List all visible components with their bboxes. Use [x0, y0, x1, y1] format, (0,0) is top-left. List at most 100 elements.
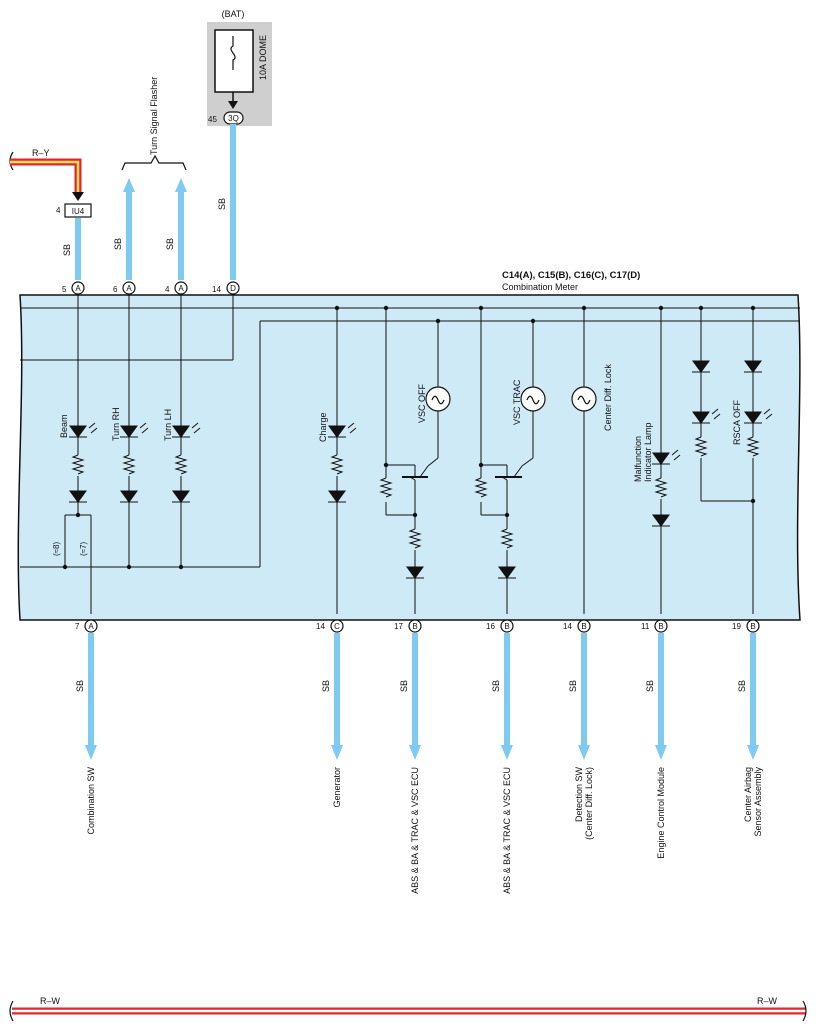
pin-number: 4	[165, 285, 170, 294]
resistor-icon	[408, 528, 422, 549]
top-wire-r-y: R–Y 4 IU4	[9, 148, 92, 218]
arrow-down-icon	[747, 745, 759, 760]
flasher-group: Turn Signal Flasher	[121, 77, 187, 171]
wire-sb-label: SB	[62, 244, 72, 256]
beam-label: Beam	[59, 414, 69, 438]
flasher-bracket	[121, 154, 187, 171]
internal-wiring	[20, 294, 800, 614]
battery-fuse-block: (BAT) 10A DOME 45 3Q	[207, 9, 272, 126]
arrow-down-icons	[85, 745, 759, 760]
arrow-down-icon	[85, 745, 97, 760]
note-7-label: (≈7)	[79, 541, 88, 556]
wire-sb-label: SB	[491, 680, 501, 692]
wire-sb-label: SB	[165, 238, 175, 250]
arrow-down-icon	[501, 745, 513, 760]
resistor-icon	[694, 436, 708, 457]
diode-icon	[652, 514, 670, 527]
pin-number: 14	[212, 285, 221, 294]
fuse-rating-label: 10A DOME	[258, 35, 268, 80]
resistor-icon	[379, 477, 393, 498]
diode-icons	[69, 360, 762, 579]
fuse-box	[214, 29, 254, 93]
fuse-icon	[230, 36, 236, 70]
bulb-icon	[425, 386, 451, 412]
destination-labels: Combination SW Generator ABS & BA & TRAC…	[86, 766, 763, 893]
bottom-wire-color-right: R–W	[757, 996, 778, 1006]
abs-ecu-label: ABS & BA & TRAC & VSC ECU	[410, 767, 420, 894]
pin-number: 14	[316, 622, 325, 631]
diode-icon	[172, 490, 190, 503]
wire-sb-label: SB	[737, 680, 747, 692]
vsc-trac-label: VSC TRAC	[512, 379, 522, 425]
detection-sw-label-line2: (Center Diff. Lock)	[584, 767, 594, 840]
iu4-connector	[64, 203, 92, 218]
pin-letter: A	[126, 284, 132, 293]
wire-sb-label: SB	[75, 680, 85, 692]
bulb-icons	[425, 386, 597, 412]
wire-sb-label: SB	[568, 680, 578, 692]
pin-letter: A	[88, 622, 94, 631]
generator-label: Generator	[332, 767, 342, 808]
resistor-icon	[330, 454, 344, 475]
led-icons	[69, 408, 773, 465]
flasher-label: Turn Signal Flasher	[149, 77, 159, 155]
pin-number: 6	[113, 285, 118, 294]
diode-icon	[692, 360, 710, 373]
wires-top	[75, 124, 236, 280]
wire-break-icon	[802, 1000, 807, 1022]
led-icon	[652, 449, 681, 465]
arrow-down-icon	[578, 745, 590, 760]
resistor-icon	[474, 477, 488, 498]
wire-sb-label: SB	[321, 680, 331, 692]
note-8-label: (≈8)	[52, 541, 61, 556]
wire-sb-label: SB	[113, 238, 123, 250]
charge-label: Charge	[318, 412, 328, 442]
battery-connector-label: 3Q	[228, 114, 239, 123]
battery-pin-number: 45	[208, 115, 217, 124]
wires-bottom	[88, 633, 756, 750]
led-icon	[172, 422, 201, 438]
junction-dots	[62, 305, 756, 570]
bottom-wire-color-left: R–W	[40, 996, 61, 1006]
arrow-down-icon	[655, 745, 667, 760]
led-icon	[120, 422, 149, 438]
arrow-down-icon	[228, 101, 238, 109]
led-icon	[744, 408, 773, 424]
resistor-icon	[122, 454, 136, 475]
diode-icon	[744, 360, 762, 373]
arrow-up-icon	[175, 178, 187, 192]
pin-number: 16	[486, 622, 495, 631]
iu4-connector-label: IU4	[72, 207, 85, 216]
combination-sw-label: Combination SW	[86, 766, 96, 834]
pin-letter: C	[334, 622, 340, 631]
resistor-icon	[71, 454, 85, 475]
top-pin-connectors: 5 A 6 A 4 A 14 D	[62, 281, 240, 295]
mil-label-line2: Indicator Lamp	[643, 422, 653, 482]
resistor-icons	[71, 436, 760, 549]
airbag-sensor-label-line1: Center Airbag	[743, 767, 753, 822]
pin-letter: B	[581, 622, 586, 631]
ecm-label: Engine Control Module	[656, 767, 666, 859]
pin-letter: B	[658, 622, 663, 631]
pin-letter: A	[178, 284, 184, 293]
wire-sb-label: SB	[399, 680, 409, 692]
vsc-off-label: VSC OFF	[417, 383, 427, 423]
arrow-down-icon	[72, 192, 84, 201]
detection-sw-label-line1: Detection SW	[574, 767, 584, 823]
pin-letter: B	[750, 622, 755, 631]
pin-letter: D	[230, 284, 236, 293]
led-icon	[69, 422, 98, 438]
bottom-pin-connectors: 7 A 14 C 17 B 16 B 14 B 11 B 19 B	[75, 619, 760, 633]
transistor-icon	[402, 464, 429, 481]
diode-icon	[120, 490, 138, 503]
resistor-icon	[746, 436, 760, 457]
transistor-icon	[495, 464, 523, 481]
diode-icon	[328, 490, 346, 503]
led-icon	[692, 408, 721, 424]
led-icon	[328, 422, 357, 438]
pin-number: 7	[75, 622, 80, 631]
diode-icon	[498, 566, 516, 579]
top-wire-color-label: R–Y	[32, 148, 50, 158]
arrow-down-icon	[409, 745, 421, 760]
